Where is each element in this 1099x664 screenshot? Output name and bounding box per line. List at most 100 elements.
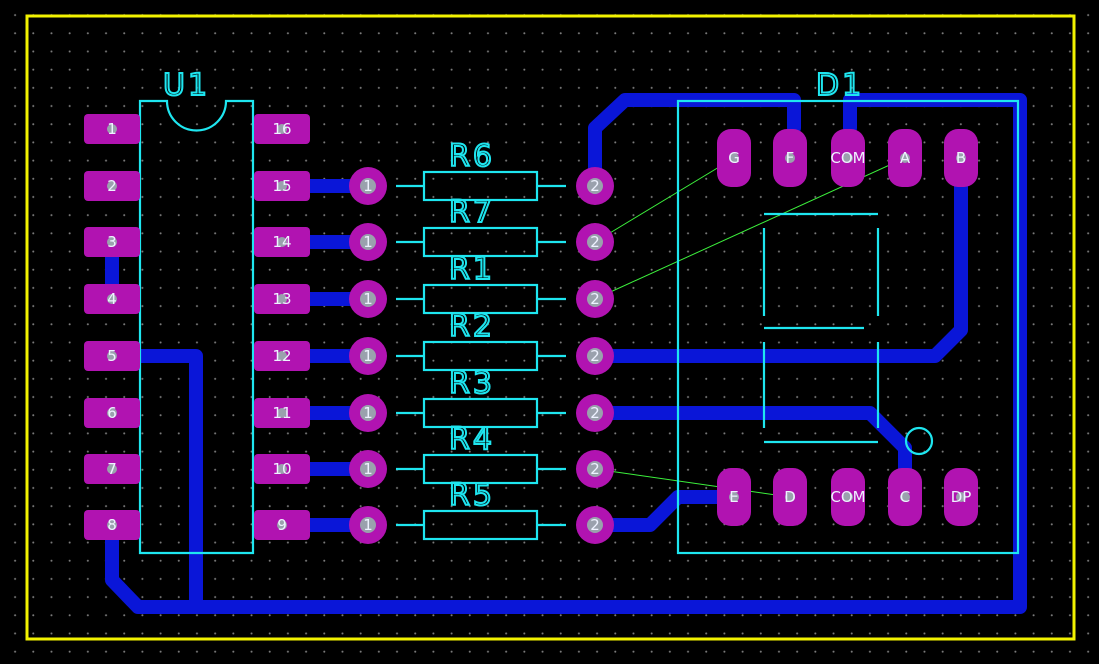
u1-pad-13-drill — [277, 294, 287, 304]
round-pad-label: 2 — [590, 177, 600, 195]
round-pad-label: 1 — [363, 404, 373, 422]
u1-pad-4-label: 4 — [107, 290, 117, 308]
u1-pad-1[interactable]: 1 — [84, 114, 140, 144]
u1-pad-7-label: 7 — [107, 460, 117, 478]
u1-pad-4[interactable]: 4 — [84, 284, 140, 314]
d1-pad-bottom-c[interactable]: C — [888, 468, 922, 526]
u1-footprint: U1 — [138, 67, 255, 555]
u1-pad-4-drill — [107, 294, 117, 304]
resistor-pad-pin2[interactable]: 2 — [576, 280, 614, 318]
resistor-r4[interactable]: R4 1 2 — [349, 421, 614, 488]
dp-marker-circle — [904, 426, 934, 456]
round-pad-drill — [360, 461, 376, 477]
resistor-pad-pin1[interactable]: 1 — [349, 394, 387, 432]
round-pad-label: 1 — [363, 233, 373, 251]
round-pad-label: 1 — [363, 290, 373, 308]
d1-pad-top-a-drill — [900, 153, 910, 163]
resistor-r3[interactable]: R3 1 2 — [349, 365, 614, 432]
u1-pad-16-drill — [277, 124, 287, 134]
resistor-designator: R4 — [449, 422, 495, 457]
u1-pad-8[interactable]: 8 — [84, 510, 140, 540]
u1-pad-3-label: 3 — [107, 233, 117, 251]
u1-pad-2-drill — [107, 181, 117, 191]
d1-pad-bottom-e[interactable]: E — [717, 468, 751, 526]
d1-pad-top-g[interactable]: G — [717, 129, 751, 187]
u1-pad-5[interactable]: 5 — [84, 341, 140, 371]
u1-pad-6[interactable]: 6 — [84, 398, 140, 428]
d1-pad-bottom-com[interactable]: COM — [830, 468, 866, 526]
u1-body-outline — [138, 99, 255, 555]
d1-pad-bottom-dp[interactable]: DP — [944, 468, 978, 526]
resistor-designator: R6 — [449, 139, 495, 174]
round-pad-label: 1 — [363, 177, 373, 195]
resistor-pad-pin2[interactable]: 2 — [576, 223, 614, 261]
u1-pad-11-label: 11 — [272, 404, 291, 422]
resistor-pad-pin2[interactable]: 2 — [576, 337, 614, 375]
u1-pad-14[interactable]: 14 — [254, 227, 310, 257]
u1-pad-10[interactable]: 10 — [254, 454, 310, 484]
resistor-pad-pin1[interactable]: 1 — [349, 167, 387, 205]
u1-pad-12-drill — [277, 351, 287, 361]
track-r6-f[interactable] — [588, 93, 801, 193]
resistor-pad-pin1[interactable]: 1 — [349, 506, 387, 544]
resistor-r6[interactable]: R6 1 2 — [349, 138, 614, 205]
resistor-pad-pin2[interactable]: 2 — [576, 506, 614, 544]
d1-pad-bottom-dp-label: DP — [951, 488, 972, 506]
board-outline — [25, 14, 1076, 641]
round-pad-drill — [587, 234, 603, 250]
round-pad-drill — [360, 178, 376, 194]
u1-pad-11[interactable]: 11 — [254, 398, 310, 428]
u1-pad-7[interactable]: 7 — [84, 454, 140, 484]
resistor-pad-pin1[interactable]: 1 — [349, 280, 387, 318]
u1-pad-5-label: 5 — [107, 347, 117, 365]
d1-pad-bottom-c-drill — [900, 492, 910, 502]
round-pad-label: 2 — [590, 460, 600, 478]
track-r2-b[interactable] — [588, 179, 968, 363]
round-pad-label: 2 — [590, 347, 600, 365]
resistor-pad-pin1[interactable]: 1 — [349, 223, 387, 261]
u1-pad-9-drill — [277, 520, 287, 530]
round-pad-label: 2 — [590, 404, 600, 422]
u1-pad-2[interactable]: 2 — [84, 171, 140, 201]
u1-pad-14-label: 14 — [272, 233, 291, 251]
d1-pad-top-f-drill — [785, 153, 795, 163]
ratsnest-r7-g — [594, 157, 735, 243]
d1-designator: D1 — [816, 68, 864, 103]
u1-pad-13[interactable]: 13 — [254, 284, 310, 314]
resistor-pad-pin2[interactable]: 2 — [576, 394, 614, 432]
round-pad-label: 1 — [363, 460, 373, 478]
u1-pad-3[interactable]: 3 — [84, 227, 140, 257]
u1-pad-15[interactable]: 15 — [254, 171, 310, 201]
u1-pad-12[interactable]: 12 — [254, 341, 310, 371]
u1-pad-15-drill — [277, 181, 287, 191]
resistor-pad-pin2[interactable]: 2 — [576, 167, 614, 205]
round-pad-label: 2 — [590, 233, 600, 251]
d1-pad-bottom-d-label: D — [784, 488, 796, 506]
u1-pad-1-label: 1 — [107, 120, 117, 138]
track-u1-resistors[interactable] — [275, 179, 375, 532]
d1-pad-top-a[interactable]: A — [888, 129, 922, 187]
u1-designator: U1 — [163, 68, 210, 103]
d1-pad-bottom-d[interactable]: D — [773, 468, 807, 526]
d1-pad-top-f[interactable]: F — [773, 129, 807, 187]
track-r5-e[interactable] — [588, 490, 741, 532]
d1-pad-top-b[interactable]: B — [944, 129, 978, 187]
u1-pad-9[interactable]: 9 — [254, 510, 310, 540]
d1-pad-top-com[interactable]: COM — [830, 129, 866, 187]
d1-body-outline — [676, 99, 1020, 555]
d1-pad-bottom-e-drill — [729, 492, 739, 502]
resistor-pad-pin1[interactable]: 1 — [349, 337, 387, 375]
resistor-designator: R3 — [449, 366, 495, 401]
u1-pad-16[interactable]: 16 — [254, 114, 310, 144]
round-pad-label: 2 — [590, 516, 600, 534]
resistor-pad-pin2[interactable]: 2 — [576, 450, 614, 488]
round-pad-drill — [360, 517, 376, 533]
round-pad-drill — [360, 348, 376, 364]
u1-pad-16-label: 16 — [272, 120, 291, 138]
resistor-pad-pin1[interactable]: 1 — [349, 450, 387, 488]
